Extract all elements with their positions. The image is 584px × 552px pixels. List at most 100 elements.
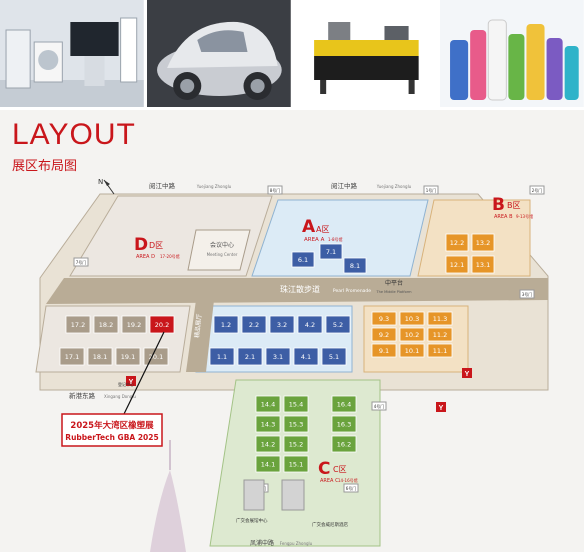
road-top-right-en: Yuejiang Zhonglu bbox=[376, 184, 412, 189]
svg-text:13.2: 13.2 bbox=[476, 239, 490, 247]
hall-2.2[interactable]: 2.2 bbox=[241, 315, 267, 334]
svg-text:14.1: 14.1 bbox=[261, 461, 275, 469]
hall-3.1[interactable]: 3.1 bbox=[265, 347, 291, 366]
hall-4.2[interactable]: 4.2 bbox=[297, 315, 323, 334]
hall-9.2[interactable]: 9.2 bbox=[371, 327, 397, 342]
hall-17.1[interactable]: 17.1 bbox=[59, 347, 85, 366]
hall-6.1[interactable]: 6.1 bbox=[291, 251, 315, 268]
hall-7.1[interactable]: 7.1 bbox=[319, 243, 343, 260]
hall-15.3[interactable]: 15.3 bbox=[283, 415, 309, 433]
svg-text:10.3: 10.3 bbox=[405, 315, 419, 323]
exhibition-center-label: 广交会展馆中心 bbox=[236, 517, 268, 524]
hall-14.2[interactable]: 14.2 bbox=[255, 435, 281, 453]
hall-8.1[interactable]: 8.1 bbox=[343, 257, 367, 274]
svg-text:1-8号馆: 1-8号馆 bbox=[328, 236, 343, 242]
svg-text:16.3: 16.3 bbox=[337, 421, 351, 429]
entrance-2: 2号门 bbox=[532, 187, 543, 193]
rubbertech-callout bbox=[61, 413, 163, 447]
road-fengpu: 凤浦中路 bbox=[250, 539, 274, 547]
hall-19.2[interactable]: 19.2 bbox=[121, 315, 147, 334]
hall-18.2[interactable]: 18.2 bbox=[93, 315, 119, 334]
compass-icon: N bbox=[98, 178, 115, 195]
entrance-6: 6号门 bbox=[346, 485, 357, 491]
hall-10.2[interactable]: 10.2 bbox=[399, 327, 425, 342]
hall-2.1[interactable]: 2.1 bbox=[237, 347, 263, 366]
hall-1.2[interactable]: 1.2 bbox=[213, 315, 239, 334]
hall-15.1[interactable]: 15.1 bbox=[283, 455, 309, 473]
hall-20.2[interactable]: 20.2 bbox=[149, 315, 175, 334]
hall-9.1[interactable]: 9.1 bbox=[371, 343, 397, 358]
hall-3.2[interactable]: 3.2 bbox=[269, 315, 295, 334]
svg-text:Y: Y bbox=[465, 371, 470, 378]
entrance-3: 3号门 bbox=[522, 291, 533, 297]
service-building bbox=[281, 479, 305, 511]
hall-11.1[interactable]: 11.1 bbox=[427, 343, 453, 358]
hall-12.2[interactable]: 12.2 bbox=[445, 233, 469, 252]
hall-13.1[interactable]: 13.1 bbox=[471, 255, 495, 274]
hall-18.1[interactable]: 18.1 bbox=[87, 347, 113, 366]
svg-text:15.2: 15.2 bbox=[289, 441, 303, 449]
page-title: LAYOUT bbox=[12, 118, 136, 151]
callout-pointer bbox=[123, 331, 165, 415]
hall-20.1[interactable]: 20.1 bbox=[143, 347, 169, 366]
svg-text:AREA C: AREA C bbox=[320, 478, 339, 484]
hall-13.2[interactable]: 13.2 bbox=[471, 233, 495, 252]
svg-text:16.2: 16.2 bbox=[337, 441, 351, 449]
svg-text:AREA A: AREA A bbox=[304, 237, 325, 243]
svg-text:12.2: 12.2 bbox=[450, 239, 464, 247]
hall-14.4[interactable]: 14.4 bbox=[255, 395, 281, 413]
svg-text:16.4: 16.4 bbox=[337, 401, 351, 409]
hall-9.3[interactable]: 9.3 bbox=[371, 311, 397, 326]
svg-text:19.1: 19.1 bbox=[121, 353, 135, 361]
svg-text:14-16号馆: 14-16号馆 bbox=[338, 477, 358, 483]
entrance-8: 8号门 bbox=[270, 187, 281, 193]
metro-badge-3: Y bbox=[126, 376, 136, 386]
svg-text:1.2: 1.2 bbox=[221, 321, 231, 329]
hall-16.4[interactable]: 16.4 bbox=[331, 395, 357, 413]
svg-text:15.4: 15.4 bbox=[289, 401, 303, 409]
hall-11.2[interactable]: 11.2 bbox=[427, 327, 453, 342]
hall-5.1[interactable]: 5.1 bbox=[321, 347, 347, 366]
svg-text:11.2: 11.2 bbox=[433, 331, 447, 339]
hall-1.1[interactable]: 1.1 bbox=[209, 347, 235, 366]
hall-16.3[interactable]: 16.3 bbox=[331, 415, 357, 433]
hall-12.1[interactable]: 12.1 bbox=[445, 255, 469, 274]
svg-text:C区: C区 bbox=[333, 465, 347, 474]
hall-5.2[interactable]: 5.2 bbox=[325, 315, 351, 334]
registration-label: 登记中心 bbox=[118, 381, 134, 387]
zone-c-label: C C区 AREA C 14-16号馆 bbox=[318, 459, 358, 484]
svg-text:AREA D: AREA D bbox=[136, 254, 155, 260]
entrance-1: 1号门 bbox=[426, 187, 437, 193]
svg-text:C: C bbox=[318, 459, 330, 479]
hall-15.2[interactable]: 15.2 bbox=[283, 435, 309, 453]
svg-text:18.1: 18.1 bbox=[93, 353, 107, 361]
hall-11.3[interactable]: 11.3 bbox=[427, 311, 453, 326]
hall-14.1[interactable]: 14.1 bbox=[255, 455, 281, 473]
page-subtitle: 展区布局图 bbox=[12, 159, 78, 174]
photo-bottles bbox=[440, 0, 584, 107]
hall-19.1[interactable]: 19.1 bbox=[115, 347, 141, 366]
svg-text:5.1: 5.1 bbox=[329, 353, 339, 361]
svg-text:N: N bbox=[98, 178, 103, 186]
road-top-left-en: Yuejiang Zhonglu bbox=[196, 184, 232, 189]
road-fengpu-en: Fengpu Zhonglu bbox=[280, 541, 313, 546]
svg-text:11.1: 11.1 bbox=[433, 347, 447, 355]
svg-text:10.2: 10.2 bbox=[405, 331, 419, 339]
svg-text:4.2: 4.2 bbox=[305, 321, 315, 329]
hall-16.2[interactable]: 16.2 bbox=[331, 435, 357, 453]
svg-text:15.3: 15.3 bbox=[289, 421, 303, 429]
hall-14.3[interactable]: 14.3 bbox=[255, 415, 281, 433]
hall-10.3[interactable]: 10.3 bbox=[399, 311, 425, 326]
road-bottom-en: Xingang Donglu bbox=[104, 394, 136, 399]
svg-text:8.1: 8.1 bbox=[350, 262, 360, 270]
registration-building bbox=[243, 479, 265, 511]
hall-10.1[interactable]: 10.1 bbox=[399, 343, 425, 358]
hall-15.4[interactable]: 15.4 bbox=[283, 395, 309, 413]
svg-text:5.2: 5.2 bbox=[333, 321, 343, 329]
hall-4.1[interactable]: 4.1 bbox=[293, 347, 319, 366]
svg-text:17.1: 17.1 bbox=[65, 353, 79, 361]
svg-text:Y: Y bbox=[439, 405, 444, 412]
middle-platform-label-en: The Middle Platform bbox=[375, 290, 412, 294]
hall-17.2[interactable]: 17.2 bbox=[65, 315, 91, 334]
svg-text:B区: B区 bbox=[507, 201, 521, 210]
